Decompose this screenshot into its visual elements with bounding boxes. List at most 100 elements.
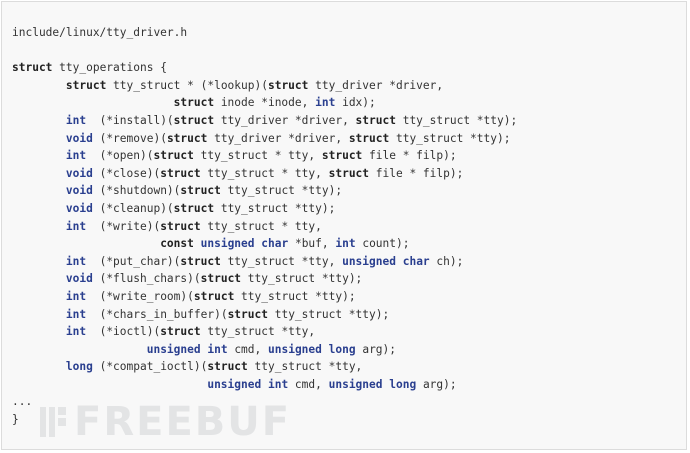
type-token: void [65,166,93,180]
code-token [12,184,66,197]
code-token: tty_struct *tty, [247,360,363,374]
code-token [12,290,66,303]
type-token: unsigned [200,237,255,251]
code-token [12,132,66,145]
code-token [12,325,66,338]
code-line: } [12,411,517,429]
code-token: tty_struct * tty, [193,149,322,163]
type-token: char [261,237,289,251]
code-token: tty_struct *tty); [241,272,363,286]
code-token: (*close)( [92,166,161,180]
type-token: unsigned [328,377,383,391]
code-token: tty_driver *driver, [214,113,356,127]
code-token: file * filp); [369,166,464,180]
code-token: tty_struct *tty); [395,113,518,127]
type-token: int [65,113,87,127]
code-token: tty_struct * tty, [200,166,329,180]
keyword-token: const [160,237,194,251]
type-token: void [65,184,93,198]
code-line: int (*write)(struct tty_struct * tty, [12,218,517,236]
keyword-token: struct [193,289,235,303]
type-token: int [315,96,336,110]
type-token: int [65,254,87,268]
keyword-token: struct [160,166,201,180]
code-token: tty_operations { [52,61,167,75]
code-line [12,42,517,60]
code-token [12,79,66,92]
type-token: int [65,219,87,233]
code-line: int (*open)(struct tty_struct * tty, str… [12,147,517,165]
keyword-token: struct [180,254,221,268]
code-token: include/linux/tty_driver.h [12,26,188,39]
code-token: *buf, [288,237,336,251]
code-line: int (*write_room)(struct tty_struct *tty… [12,288,517,306]
code-token: (*open)( [86,149,154,163]
code-token [12,308,66,321]
type-token: void [65,131,93,145]
code-token: idx); [335,96,376,110]
code-token: tty_driver *driver, [207,131,349,145]
code-token: tty_struct *tty, [200,325,316,339]
keyword-token: struct [267,78,309,92]
code-token: tty_driver *driver, [308,78,444,92]
code-token: tty_struct *tty); [267,307,390,321]
code-line: int (*ioctl)(struct tty_struct *tty, [12,323,517,341]
code-token: cmd, [227,342,268,356]
code-token [12,96,174,109]
code-token [12,149,66,162]
code-token: } [12,413,19,427]
type-token: unsigned [342,254,396,268]
keyword-token: struct [355,113,396,127]
code-token: file * filp); [362,149,457,163]
type-token: long [65,360,93,374]
keyword-token: struct [227,307,268,321]
code-token [261,378,268,391]
code-token: count); [355,237,410,251]
type-token: int [207,342,228,356]
code-line: unsigned int cmd, unsigned long arg); [12,376,517,394]
keyword-token: struct [166,131,208,145]
code-line: struct inode *inode, int idx); [12,94,517,112]
code-token: tty_struct *tty); [214,201,336,215]
keyword-token: struct [12,61,53,75]
type-token: unsigned [146,342,201,356]
type-token: int [65,149,87,163]
type-token: unsigned [207,377,262,391]
keyword-token: struct [173,113,215,127]
code-token [12,202,66,215]
code-line: void (*cleanup)(struct tty_struct *tty); [12,200,517,218]
code-token [12,343,147,356]
code-line: const unsigned char *buf, int count); [12,235,517,253]
type-token: long [389,377,417,391]
type-token: void [65,201,93,215]
keyword-token: struct [328,166,370,180]
code-token: (*write)( [86,219,161,233]
type-token: int [335,237,356,251]
code-token: (*shutdown)( [92,184,181,198]
code-token [12,378,207,391]
type-token: int [65,307,87,321]
type-token: unsigned [268,342,322,356]
code-token: (*put_char)( [86,254,181,268]
code-line: void (*remove)(struct tty_driver *driver… [12,130,517,148]
code-token: (*write_room)( [86,289,194,303]
code-token: arg); [416,377,457,391]
code-line: int (*chars_in_buffer)(struct tty_struct… [12,306,517,324]
code-token: tty_struct *tty); [234,289,356,303]
code-line: int (*put_char)(struct tty_struct *tty, … [12,253,517,271]
code-token: tty_struct * tty, [200,219,322,233]
type-token: int [267,377,289,391]
code-token [12,114,66,127]
code-token: (*compat_ioctl)( [92,360,208,374]
code-token [322,343,329,356]
code-token: tty_struct * (*lookup)( [106,78,268,92]
keyword-token: struct [65,78,107,92]
code-token: tty_struct *tty, [220,254,343,268]
code-token [396,255,403,268]
type-token: int [65,325,87,339]
code-token: ch); [429,254,464,268]
code-token [12,360,66,373]
code-token: tty_struct *tty); [389,131,511,145]
